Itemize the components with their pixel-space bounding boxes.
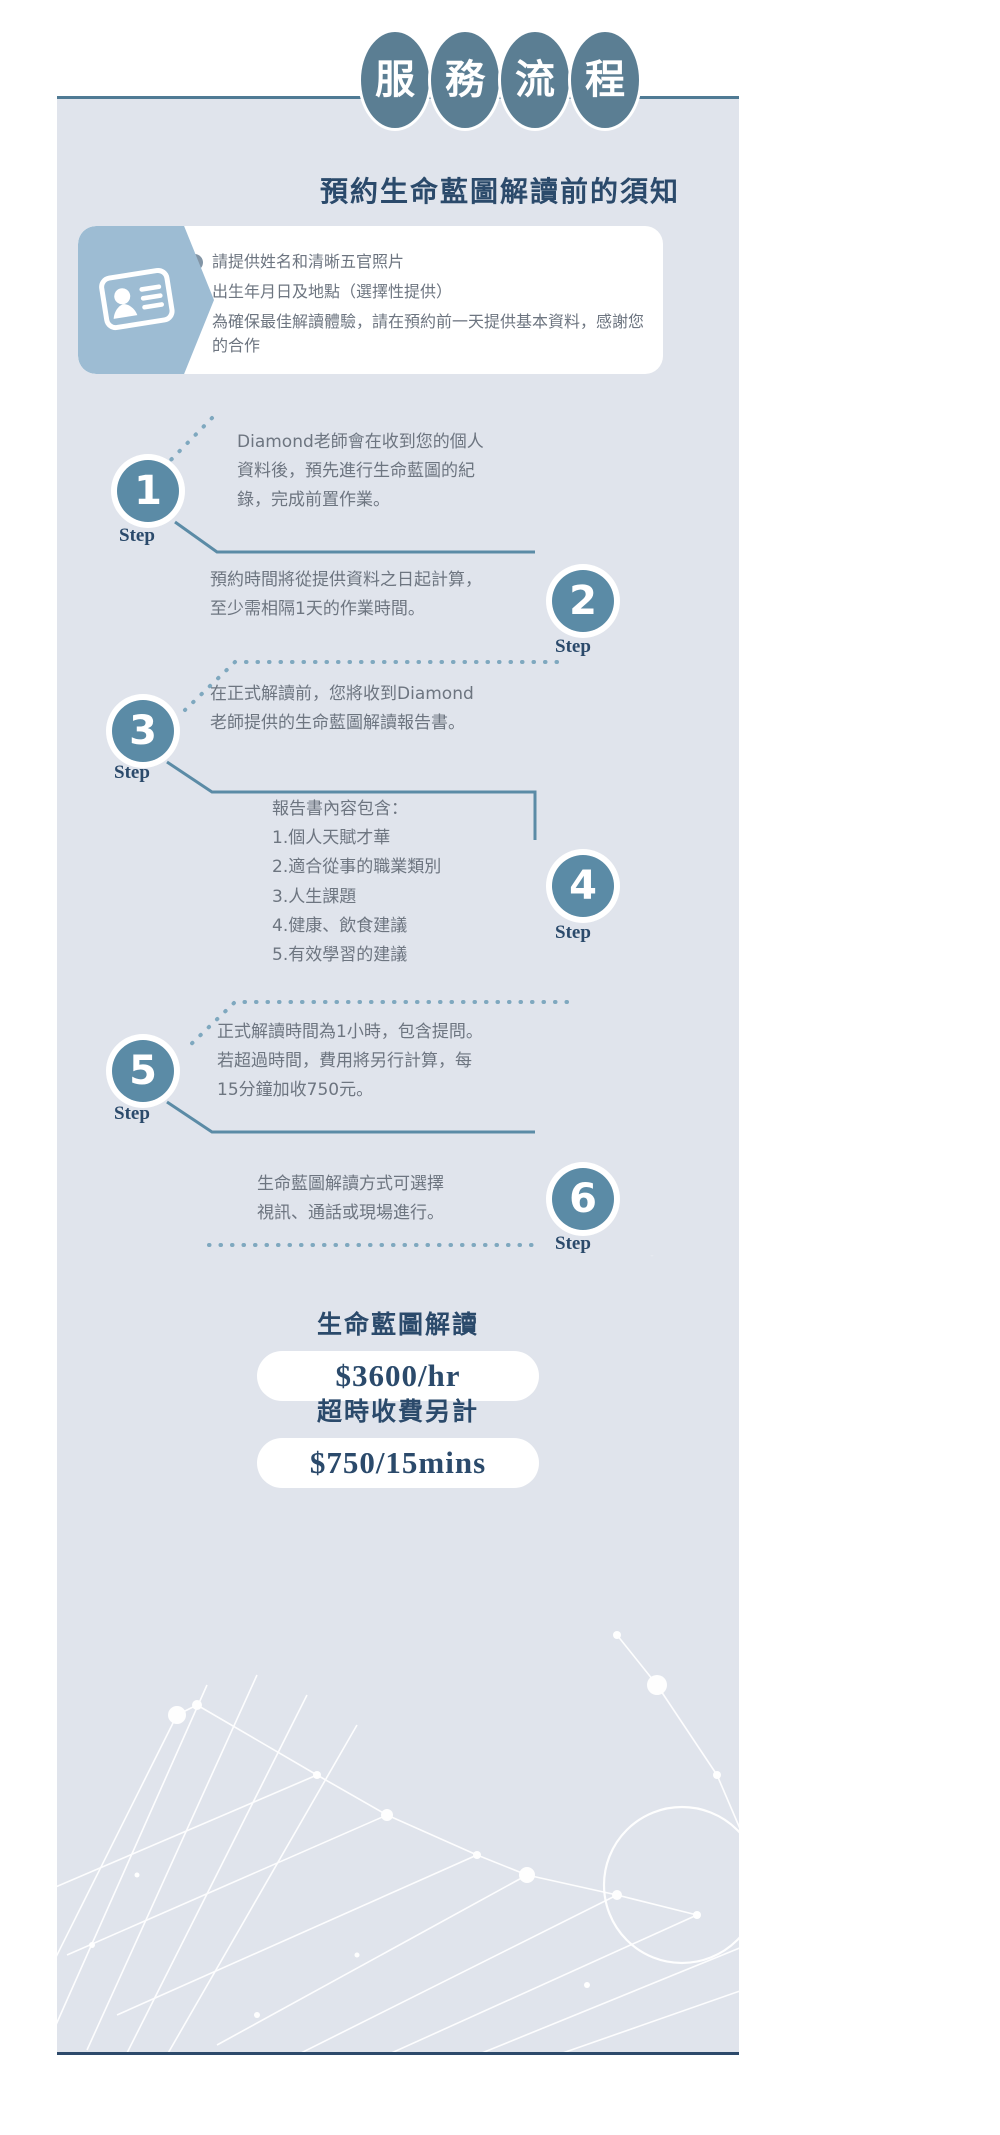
step-text-1: Diamond老師會在收到您的個人 資料後，預先進行生命藍圖的紀 錄，完成前置作…: [237, 428, 537, 516]
step-label-1: Step: [119, 525, 155, 546]
step-label-4: Step: [555, 922, 591, 943]
list-item: 2 出生年月日及地點（選擇性提供）: [186, 280, 647, 304]
price-block-1: 生命藍圖解讀 $3600/hr: [57, 1305, 739, 1401]
subtitle: 預約生命藍圖解讀前的須知: [319, 177, 680, 208]
step-text-line: 錄，完成前置作業。: [237, 490, 390, 511]
step-text-line: 資料後，預先進行生命藍圖的紀: [237, 461, 475, 482]
id-card-icon: [99, 267, 175, 331]
title-char-3: 流: [501, 32, 569, 128]
step-label-5: Step: [114, 1103, 150, 1124]
step-circle-3: 3: [112, 700, 174, 762]
notice-card: 1 請提供姓名和清晰五官照片 2 出生年月日及地點（選擇性提供） 3 為確保最佳…: [78, 226, 663, 374]
step-text-line: 正式解讀時間為1小時，包含提問。: [217, 1022, 483, 1042]
step-label-2: Step: [555, 636, 591, 657]
price-amount: $3600/hr: [257, 1351, 539, 1401]
step-text-line: 5.有效學習的建議: [272, 945, 408, 966]
price-label: 超時收費另計: [316, 1399, 479, 1426]
step-text-line: 2.適合從事的職業類別: [272, 857, 442, 878]
notice-list: 1 請提供姓名和清晰五官照片 2 出生年月日及地點（選擇性提供） 3 為確保最佳…: [180, 226, 663, 374]
notice-item-text: 出生年月日及地點（選擇性提供）: [212, 282, 453, 301]
step-text-line: 在正式解讀前，您將收到Diamond: [210, 684, 474, 704]
step-text-line: 生命藍圖解讀方式可選擇: [257, 1174, 444, 1194]
title-char-1: 服: [361, 32, 429, 128]
price-label: 生命藍圖解讀: [316, 1312, 479, 1339]
step-circle-2: 2: [552, 570, 614, 632]
step-text-line: 若超過時間，費用將另行計算，每: [217, 1051, 472, 1072]
step-circle-5: 5: [112, 1040, 174, 1102]
constellation-decoration: [57, 1255, 739, 2052]
title-char-4: 程: [571, 32, 639, 128]
step-text-line: 1.個人天賦才華: [272, 828, 391, 849]
title-char-2: 務: [431, 32, 499, 128]
step-label-6: Step: [555, 1233, 591, 1254]
step-text-line: Diamond老師會在收到您的個人: [237, 432, 484, 452]
step-text-line: 3.人生課題: [272, 886, 357, 907]
notice-item-text: 為確保最佳解讀體驗，請在預約前一天提供基本資料，感謝您的合作: [212, 312, 645, 355]
step-text-line: 預約時間將從提供資料之日起計算，: [210, 570, 482, 590]
step-text-line: 報告書內容包含：: [272, 799, 408, 819]
step-text-line: 4.健康、飲食建議: [272, 915, 408, 936]
step-text-line: 15分鐘加收750元。: [217, 1080, 374, 1101]
step-text-line: 視訊、通話或現場進行。: [257, 1203, 444, 1224]
notice-icon-panel: [78, 226, 214, 374]
step-circle-4: 4: [552, 855, 614, 917]
notice-item-text: 請提供姓名和清晰五官照片: [212, 252, 405, 271]
price-amount: $750/15mins: [257, 1438, 539, 1488]
bottom-rule: [57, 2052, 739, 2055]
steps-flow: 1 Step Diamond老師會在收到您的個人 資料後，預先進行生命藍圖的紀 …: [57, 400, 739, 1280]
step-text-line: 至少需相隔1天的作業時間。: [210, 599, 425, 620]
step-text-line: 老師提供的生命藍圖解讀報告書。: [210, 713, 465, 734]
price-block-2: 超時收費另計 $750/15mins: [57, 1392, 739, 1488]
step-text-5: 正式解讀時間為1小時，包含提問。 若超過時間，費用將另行計算，每 15分鐘加收7…: [217, 1018, 547, 1106]
step-text-4: 報告書內容包含： 1.個人天賦才華 2.適合從事的職業類別 3.人生課題 4.健…: [272, 795, 552, 970]
step-circle-6: 6: [552, 1168, 614, 1230]
list-item: 3 為確保最佳解讀體驗，請在預約前一天提供基本資料，感謝您的合作: [186, 310, 647, 358]
list-item: 1 請提供姓名和清晰五官照片: [186, 250, 647, 274]
step-text-3: 在正式解讀前，您將收到Diamond 老師提供的生命藍圖解讀報告書。: [210, 680, 540, 738]
step-connectors: [159, 416, 569, 1247]
step-text-6: 生命藍圖解讀方式可選擇 視訊、通話或現場進行。: [257, 1170, 547, 1228]
step-label-3: Step: [114, 762, 150, 783]
page-title: 服 務 流 程: [0, 30, 1000, 130]
step-text-2: 預約時間將從提供資料之日起計算， 至少需相隔1天的作業時間。: [210, 566, 540, 624]
step-circle-1: 1: [117, 460, 179, 522]
